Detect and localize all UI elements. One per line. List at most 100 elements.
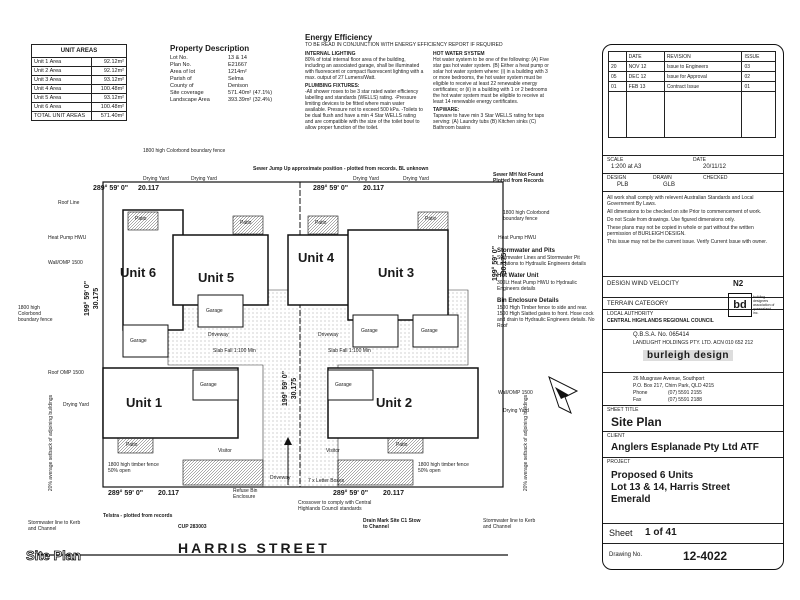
dimension-label: 20.117: [138, 185, 160, 192]
patio-label: Patio: [126, 442, 138, 448]
drying-yard-label: Drying Yard: [353, 176, 379, 182]
address-box: 26 Musgrave Avenue, Southport P.O. Box 2…: [603, 372, 783, 413]
patio-outline: [307, 215, 339, 235]
hwu-text: 300Lt Heat Pump HWU to Hydraulic Enginee…: [497, 280, 578, 292]
drain-mark-label: Drain Mark Site C1 Stow to Channel: [363, 518, 421, 530]
dimension-label: 289° 59' 0": [108, 490, 144, 497]
patio-label: Patio: [135, 216, 147, 222]
slab-fall-label: Slab Fall 1:100 Min: [328, 348, 371, 354]
project-line: Lot 13 & 14, Harris Street: [611, 482, 730, 493]
timber-fence-label: 1800 high timber fence 50% open: [418, 462, 469, 474]
slab-fall-label: Slab Fall 1:100 Min: [213, 348, 256, 354]
plan-title: Site Plan: [26, 548, 82, 564]
drawing-number: 12-4022: [683, 549, 728, 563]
property-title: Property Description: [170, 44, 250, 53]
stormwater-left-label: Stormwater line to Kerb and Channel: [28, 520, 81, 532]
energy-title: Energy Efficiency: [305, 33, 373, 42]
site-plan-svg: [38, 181, 579, 556]
setback-label: 20% average setback of adjoining buildin…: [48, 394, 55, 492]
unit-2-label: Unit 2: [376, 395, 413, 410]
side-dimension-label: 30.175: [93, 287, 101, 310]
drying-yard-label: Drying Yard: [63, 402, 89, 408]
heat-pump-label: Heat Pump HWU: [498, 235, 537, 241]
dimension-label: 20.117: [383, 490, 405, 497]
side-dimension-label: 30.175: [291, 377, 299, 400]
qbsa-number: Q.B.S.A. No. 065414: [633, 332, 690, 338]
telstra-label: Telstra - plotted from records: [103, 513, 173, 519]
company-line: LANDLIGHT HOLDINGS PTY. LTD. ACN 010 652…: [633, 340, 754, 346]
garage-outline: [122, 324, 169, 358]
unit-5-label: Unit 5: [198, 270, 235, 285]
logo-text: building designers association of queens…: [753, 295, 775, 315]
firm-name: burleigh design: [643, 350, 733, 361]
driveway-arrow: [284, 437, 292, 445]
patio-label: Patio: [425, 216, 437, 222]
lighting-title: INTERNAL LIGHTING: [305, 51, 356, 57]
wind-row: DESIGN WIND VELOCITY N2: [603, 276, 783, 291]
sheet-title: Site Plan: [611, 415, 662, 429]
garage-outline: [192, 369, 239, 401]
garage-outline: [197, 294, 244, 328]
sheet-title-box: SHEET TITLE Site Plan: [603, 405, 783, 432]
tapware-title: TAPWARE:: [433, 107, 460, 113]
date-value: 20/11/12: [703, 164, 726, 170]
patio-label: Patio: [240, 220, 252, 226]
refuse-label: Refuse Bin Enclosure: [233, 488, 258, 500]
fence-left-label: 1800 high Colorbond boundary fence: [18, 305, 53, 323]
storm-title: Stormwater and Pits: [497, 248, 556, 254]
bin-text: 1500 High Timber fence to side and rear.…: [497, 305, 595, 329]
wall-omp-label: Wall/OMP 1500: [48, 260, 83, 266]
crossover-hatch: [182, 459, 264, 486]
unit-areas-title: UNIT AREAS: [31, 44, 127, 58]
patio-outline: [127, 211, 159, 231]
patio-label: Patio: [396, 442, 408, 448]
patio-outline: [117, 437, 154, 454]
drying-yard-label: Drying Yard: [403, 176, 429, 182]
side-dimension-label: 199° 59' 0": [84, 280, 92, 317]
driveway-label: Driveway: [208, 332, 229, 338]
fence-right-label: 1800 high Colorbond boundary fence: [503, 210, 550, 222]
firm-box: Q.B.S.A. No. 065414 LANDLIGHT HOLDINGS P…: [603, 329, 783, 370]
energy-subtitle: TO BE READ IN CONJUNCTION WITH ENERGY EF…: [305, 42, 503, 48]
general-notes: All work shall comply with relevent Aust…: [603, 191, 783, 271]
setback-label: 20% average setback of adjoining buildin…: [523, 394, 530, 492]
sewer-mh-label: Sewer MH Not Found Plotted from Records: [493, 172, 544, 184]
visitor-label: Visitor: [218, 448, 232, 454]
bdaq-logo-icon: bd building designers association of que…: [728, 293, 776, 323]
wind-value: N2: [733, 279, 744, 288]
plumbing-text: -All shower roses to be 3 star rated wat…: [305, 89, 423, 131]
heat-pump-label: Heat Pump HWU: [48, 235, 87, 241]
design-row: DESIGN PLB DRAWN GLB CHECKED: [603, 173, 783, 192]
letter-boxes-label: 7 x Letter Boxes: [308, 478, 345, 484]
patio-outline: [417, 211, 449, 231]
unit-3-label: Unit 3: [378, 265, 415, 280]
dimension-label: 20.117: [158, 490, 180, 497]
drying-yard-label: Drying Yard: [191, 176, 217, 182]
garage-label: Garage: [206, 308, 223, 314]
side-dimension-label: 199° 59' 0": [282, 370, 290, 407]
cup-label: CUP 283003: [178, 524, 207, 530]
stormwater-right-label: Stormwater line to Kerb and Channel: [483, 518, 536, 530]
unit-3-outline: [347, 229, 449, 321]
drawing-number-row: Drawing No. 12-4022: [603, 543, 783, 568]
project-line: Emerald: [611, 494, 651, 505]
timber-fence-label: 1800 high timber fence 50% open: [108, 462, 159, 474]
storm-text: Stormwater Lines and Stormwater Pit Loca…: [497, 255, 586, 267]
garage-label: Garage: [130, 338, 147, 344]
patio-label: Patio: [315, 220, 327, 226]
garage-outline: [412, 314, 459, 348]
garage-label: Garage: [421, 328, 438, 334]
hws-title: HOT WATER SYSTEM: [433, 51, 485, 57]
property-description: Property Description Lot No.13 & 14 Plan…: [170, 44, 295, 104]
hwu-title: Hot Water Unit: [497, 273, 539, 279]
